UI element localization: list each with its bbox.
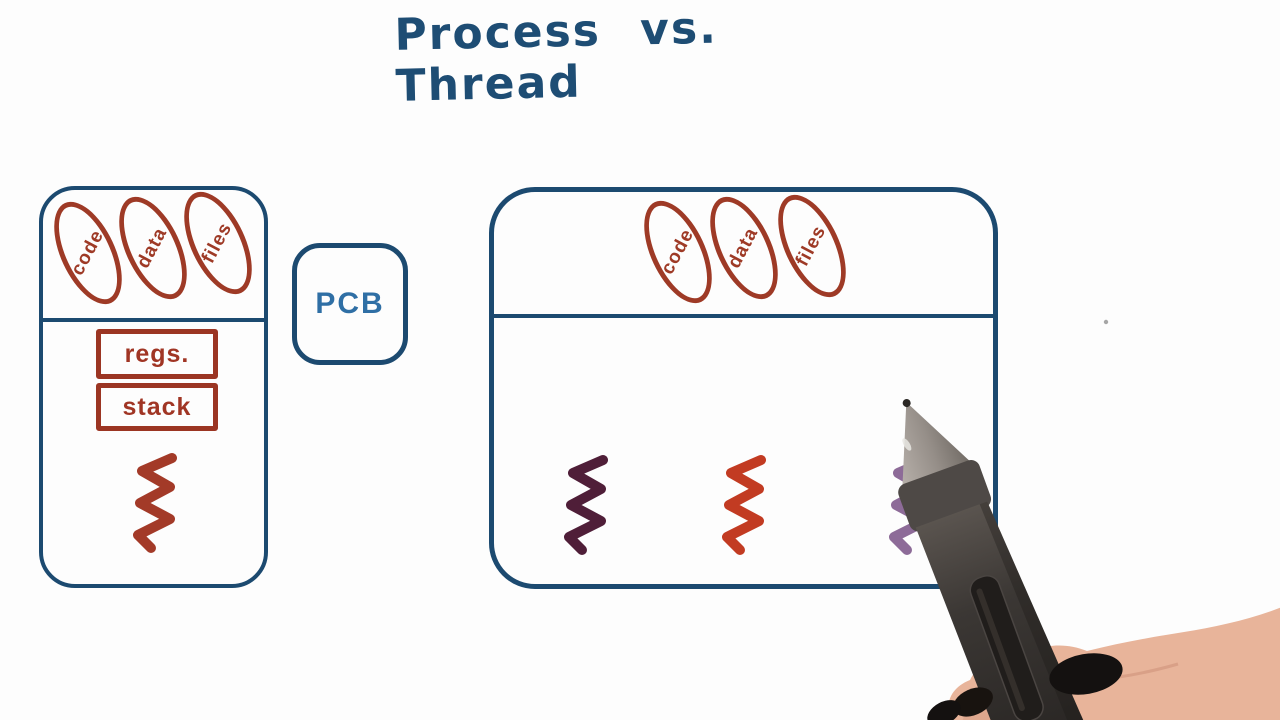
thread-box: code data files: [489, 184, 998, 589]
hand-holding-pen: [948, 607, 1280, 720]
fingernails: [927, 653, 1123, 720]
code-label: code: [656, 225, 699, 279]
pcb-label: PCB: [315, 287, 385, 320]
process-box-divider: [43, 318, 264, 322]
stack-box: stack: [96, 383, 218, 431]
stray-ink-dot: [1103, 319, 1109, 325]
registers-label: regs.: [124, 339, 190, 368]
process-box: code data files regs. stack: [39, 181, 268, 588]
data-label: data: [133, 223, 172, 272]
pcb-box: PCB: [292, 243, 408, 365]
thread-box-divider: [494, 314, 993, 318]
registers-box: regs.: [96, 329, 218, 379]
files-label: files: [792, 221, 831, 270]
stack-label: stack: [122, 392, 192, 421]
data-oval: data: [696, 186, 792, 310]
data-label: data: [724, 223, 763, 272]
files-label: files: [198, 218, 237, 267]
code-label: code: [66, 226, 109, 280]
page-title: Process vs. Thread: [393, 2, 719, 112]
files-oval: files: [764, 184, 860, 308]
